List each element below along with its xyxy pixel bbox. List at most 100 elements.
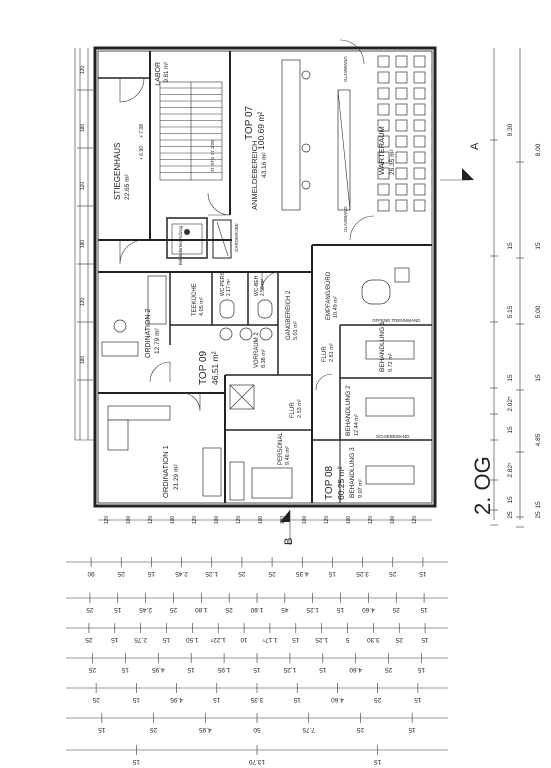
bottom-mark-label: 100 — [346, 516, 352, 525]
stool — [301, 70, 311, 80]
label-top07-area: 100.69 m² — [256, 112, 266, 150]
label-vorraum2-name: VORRAUM 2 — [254, 332, 260, 368]
dim-row-label: 15 — [293, 696, 301, 703]
door-ordination2[interactable] — [149, 361, 171, 383]
building-outline — [93, 46, 437, 508]
dim-row-label: 15 — [147, 570, 155, 577]
waiting-chair — [395, 71, 408, 84]
right-dim-inner-label: 15 — [507, 242, 514, 250]
bottom-mark-label: 120 — [368, 516, 374, 525]
right-dim-inner-label: 15 — [507, 496, 514, 504]
right-dim-inner-label: 5.15 — [507, 305, 514, 318]
dim-row-label: 15 — [111, 636, 119, 643]
dim-row-label: 2.75 — [134, 636, 147, 643]
bottom-mark-label: 120 — [412, 516, 418, 525]
dim-row-label: 25 — [225, 606, 233, 613]
table-personal — [251, 467, 293, 499]
label-flur-a-area: 2.61 m² — [329, 343, 335, 362]
waiting-chairs — [377, 55, 426, 212]
label-teekueche-name: TEEKÜCHE — [191, 283, 198, 316]
bottom-mark-label: 120 — [324, 516, 330, 525]
dim-row-label: 15 — [253, 666, 261, 673]
label-top09-area: 46.51 m² — [210, 351, 220, 385]
label-anmelde-name: ANMELDEBEREICH — [250, 140, 259, 210]
shower-diag-2 — [229, 384, 255, 410]
dim-row-label: 15 — [187, 666, 195, 673]
door-flur[interactable] — [315, 373, 333, 391]
door-ordination1[interactable] — [181, 392, 201, 412]
left-dim-label: 120 — [80, 66, 86, 75]
dim-row-label: 25 — [85, 636, 93, 643]
waiting-chair — [413, 71, 426, 84]
dim-row-label: 1.22⁵ — [210, 636, 226, 643]
label-warteraum-name: WARTERAUM — [377, 126, 386, 175]
waiting-chair — [413, 103, 426, 116]
waiting-chair — [413, 55, 426, 68]
section-b-arrow — [280, 510, 290, 522]
label-stiegenhaus-area: 22.65 m² — [124, 174, 131, 200]
left-dim-label: 120 — [80, 298, 86, 307]
dim-row-label: 5 — [345, 636, 349, 643]
right-dim-inner-label: 9.30 — [507, 123, 514, 136]
label-glaswand-bottom: GLASWAND — [343, 206, 348, 232]
bottom-mark-label: 120 — [192, 516, 198, 525]
right-dim-outer-label: 8.00 — [535, 143, 542, 156]
bottom-mark-label: 120 — [104, 516, 110, 525]
waiting-chair — [377, 135, 390, 148]
label-beh3-name: BEHANDLUNG 3 — [349, 447, 356, 498]
bottom-mark-label: 100 — [390, 516, 396, 525]
waiting-chair — [377, 119, 390, 132]
chair-empfang — [394, 267, 410, 283]
elevator-car — [171, 223, 203, 255]
dim-row-label: 15 — [408, 726, 416, 733]
bottom-mark-label: 120 — [148, 516, 154, 525]
dim-row-label: 15 — [414, 696, 422, 703]
dim-row-label: 15 — [419, 570, 427, 577]
right-dimensions: 8.00155.00154.8515259.30155.15152.02⁵152… — [490, 48, 542, 528]
elevator — [171, 221, 229, 257]
label-stufen: 21 STG 17,1/28 — [210, 140, 215, 172]
dim-row-label: 25 — [88, 666, 96, 673]
label-beh3-area: 9.07 m² — [358, 479, 364, 498]
dim-row-label: 4.35 — [296, 570, 309, 577]
waiting-chair — [413, 167, 426, 180]
bottom-mark-label: 100 — [170, 516, 176, 525]
section-a-letter: A — [469, 142, 481, 150]
dim-row-label: 13.70 — [248, 758, 265, 765]
door-warteraum-bottom[interactable] — [349, 215, 375, 241]
dim-row-label: 25 — [150, 726, 158, 733]
furniture — [101, 55, 426, 501]
basin-1 — [219, 327, 233, 341]
desk-ordination2 — [101, 341, 139, 357]
waiting-chair — [413, 151, 426, 164]
stool — [301, 180, 311, 190]
right-dim-inner-label: 2.02⁵ — [507, 396, 514, 412]
label-ordination2-name: ORDINATION 2 — [145, 309, 152, 358]
building-inner-outline — [97, 50, 433, 504]
label-top08-area: 60.25 m² — [336, 466, 346, 500]
waiting-chair — [413, 199, 426, 212]
section-b-letter: B — [283, 538, 295, 545]
right-dim-inner-label: 15 — [507, 374, 514, 382]
door-anmelde[interactable] — [207, 192, 231, 216]
waiting-chair — [395, 119, 408, 132]
door-warteraum-top[interactable] — [339, 39, 365, 65]
toilet-1 — [219, 299, 235, 319]
bed-behandlung1 — [365, 340, 415, 360]
door-labor[interactable] — [119, 77, 145, 103]
right-dim-outer-label: 5.00 — [535, 305, 542, 318]
door-stair[interactable] — [119, 239, 145, 265]
door-gang[interactable] — [261, 271, 279, 291]
couch-ordination1 — [202, 447, 222, 497]
dim-row-label: 25 — [392, 606, 400, 613]
doors — [119, 39, 375, 412]
right-dim-inner-label: 25 — [507, 511, 514, 519]
waiting-chair — [377, 103, 390, 116]
dim-row-label: 4.60 — [331, 696, 344, 703]
wheelchair-icon — [184, 229, 190, 235]
label-glaswand-top: GLASWAND — [343, 56, 348, 82]
